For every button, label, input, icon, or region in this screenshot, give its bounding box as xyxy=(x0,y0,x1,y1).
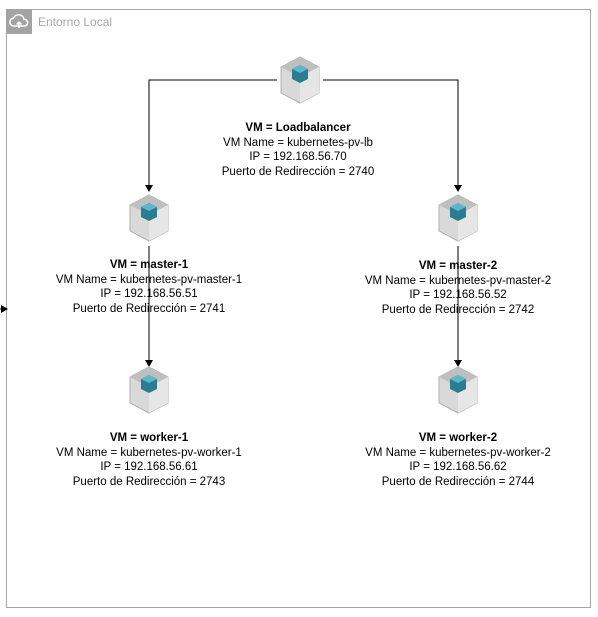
cloud-icon xyxy=(6,9,32,34)
vm-ip: IP = 192.168.56.51 xyxy=(100,288,198,300)
vm-title: VM = master-2 xyxy=(418,260,498,272)
vm-title: VM = worker-1 xyxy=(109,432,189,444)
vm-title: VM = Loadbalancer xyxy=(245,122,351,134)
virtualbox-icon xyxy=(128,366,170,414)
vm-name: VM Name = kubernetes-pv-lb xyxy=(223,136,373,149)
vm-label-worker-2: VM = worker-2 VM Name = kubernetes-pv-wo… xyxy=(328,431,588,489)
environment-label: Entorno Local xyxy=(38,15,113,29)
vm-ip: IP = 192.168.56.70 xyxy=(249,151,347,163)
vm-title: VM = worker-2 xyxy=(418,432,498,444)
vm-title: VM = master-1 xyxy=(109,259,189,271)
edge-lb-master2 xyxy=(323,79,462,192)
vm-port: Puerto de Redirección = 2742 xyxy=(381,303,535,316)
virtualbox-icon xyxy=(279,56,321,104)
vm-ip: IP = 192.168.56.61 xyxy=(100,461,198,473)
edge-lb-master1 xyxy=(145,79,277,192)
virtualbox-icon xyxy=(128,194,170,242)
vm-ip: IP = 192.168.56.62 xyxy=(409,461,507,473)
vm-name: VM Name = kubernetes-pv-worker-1 xyxy=(56,446,242,459)
vm-port: Puerto de Redirección = 2741 xyxy=(72,302,226,315)
vm-port: Puerto de Redirección = 2743 xyxy=(72,475,226,488)
vm-port: Puerto de Redirección = 2744 xyxy=(381,475,535,488)
virtualbox-icon xyxy=(437,194,479,242)
vm-ip: IP = 192.168.56.52 xyxy=(409,289,507,301)
vm-name: VM Name = kubernetes-pv-master-2 xyxy=(364,274,552,287)
vm-label-master-2: VM = master-2 VM Name = kubernetes-pv-ma… xyxy=(328,259,588,317)
virtualbox-icon xyxy=(437,366,479,414)
vm-name: VM Name = kubernetes-pv-master-1 xyxy=(55,273,243,286)
vm-label-master-1: VM = master-1 VM Name = kubernetes-pv-ma… xyxy=(19,258,279,316)
vm-port: Puerto de Redirección = 2740 xyxy=(221,165,375,178)
vm-label-loadbalancer: VM = Loadbalancer VM Name = kubernetes-p… xyxy=(168,121,428,179)
vm-label-worker-1: VM = worker-1 VM Name = kubernetes-pv-wo… xyxy=(19,431,279,489)
vm-name: VM Name = kubernetes-pv-worker-2 xyxy=(365,446,551,459)
